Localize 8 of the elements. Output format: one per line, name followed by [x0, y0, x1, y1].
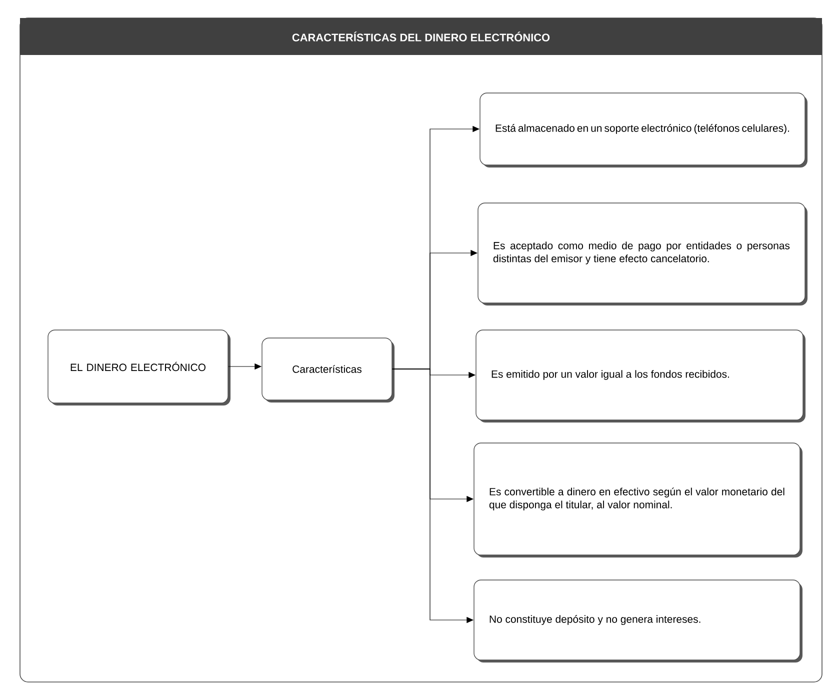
text-box: Está almacenado en un soporte electrónico (teléfonos celulares). — [480, 92, 808, 168]
text-box: Es convertible a dinero en efectivo según el valor monetario del que disponga el titular, al valor nominal. — [474, 442, 802, 558]
title-bar: CARACTERÍSTICAS DEL DINERO ELECTRÓNICO — [20, 18, 822, 55]
text-box: Es emitido por un valor igual a los fondos recibidos. — [476, 330, 806, 422]
text-box: Características — [262, 338, 394, 402]
text-box: Es aceptado como medio de pago por entidades o personas distintas del emisor y tiene efecto cancelatorio. — [478, 202, 808, 306]
text-box: EL DINERO ELECTRÓNICO — [48, 330, 230, 406]
text-box: No constituye depósito y no genera intereses. — [474, 580, 802, 662]
